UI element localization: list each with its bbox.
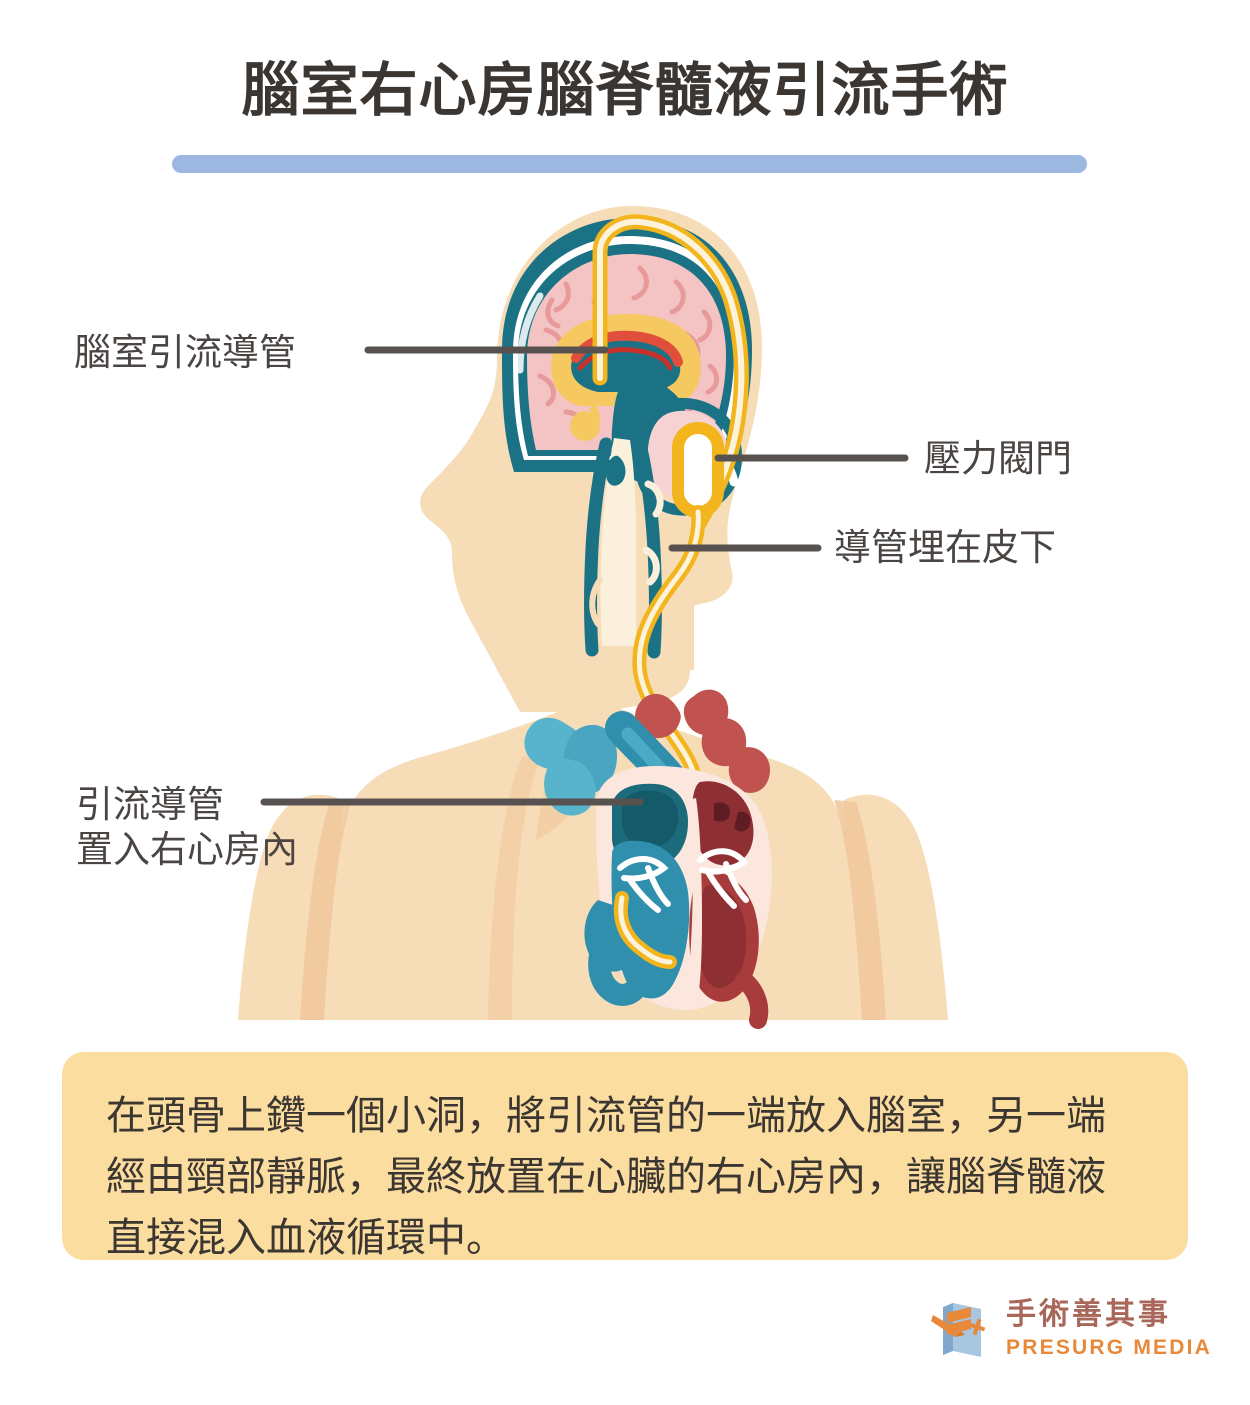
pituitary (570, 411, 600, 441)
brand-logo: 手術善其事 PRESURG MEDIA (931, 1295, 1212, 1363)
label-subcutaneous-tube: 導管埋在皮下 (834, 527, 1056, 568)
pressure-valve-capsule (672, 422, 724, 518)
left-atrium (692, 781, 754, 866)
anatomy-illustration (0, 200, 1250, 1030)
description-callout-box: 在頭骨上鑽一個小洞，將引流管的一端放入腦室，另一端經由頸部靜脈，最終放置在心臟的… (62, 1052, 1188, 1260)
page-title: 腦室右心房腦脊髓液引流手術 (241, 58, 1009, 123)
book-scalpel-cross-icon (931, 1303, 986, 1357)
catheter-tip-in-right-atrium (613, 891, 677, 969)
logo-english-name: PRESURG MEDIA (1006, 1336, 1212, 1359)
logo-chinese-name: 手術善其事 (1006, 1298, 1172, 1331)
title-underline-rule (172, 155, 1087, 173)
heart-cross-section (524, 689, 772, 1029)
logo-text-block: 手術善其事 PRESURG MEDIA (1006, 1298, 1212, 1359)
label-ventricular-catheter: 腦室引流導管 (74, 332, 296, 373)
label-atrium-catheter: 引流導管 置入右心房內 (76, 782, 298, 872)
spinal-cord (600, 438, 636, 646)
leader-lines (260, 346, 909, 806)
label-atrium-catheter-line1: 引流導管 (76, 784, 224, 825)
label-atrium-catheter-line2: 置入右心房內 (76, 829, 298, 871)
label-pressure-valve: 壓力閥門 (924, 438, 1072, 479)
description-text: 在頭骨上鑽一個小洞，將引流管的一端放入腦室，另一端經由頸部靜脈，最終放置在心臟的… (106, 1094, 1106, 1260)
